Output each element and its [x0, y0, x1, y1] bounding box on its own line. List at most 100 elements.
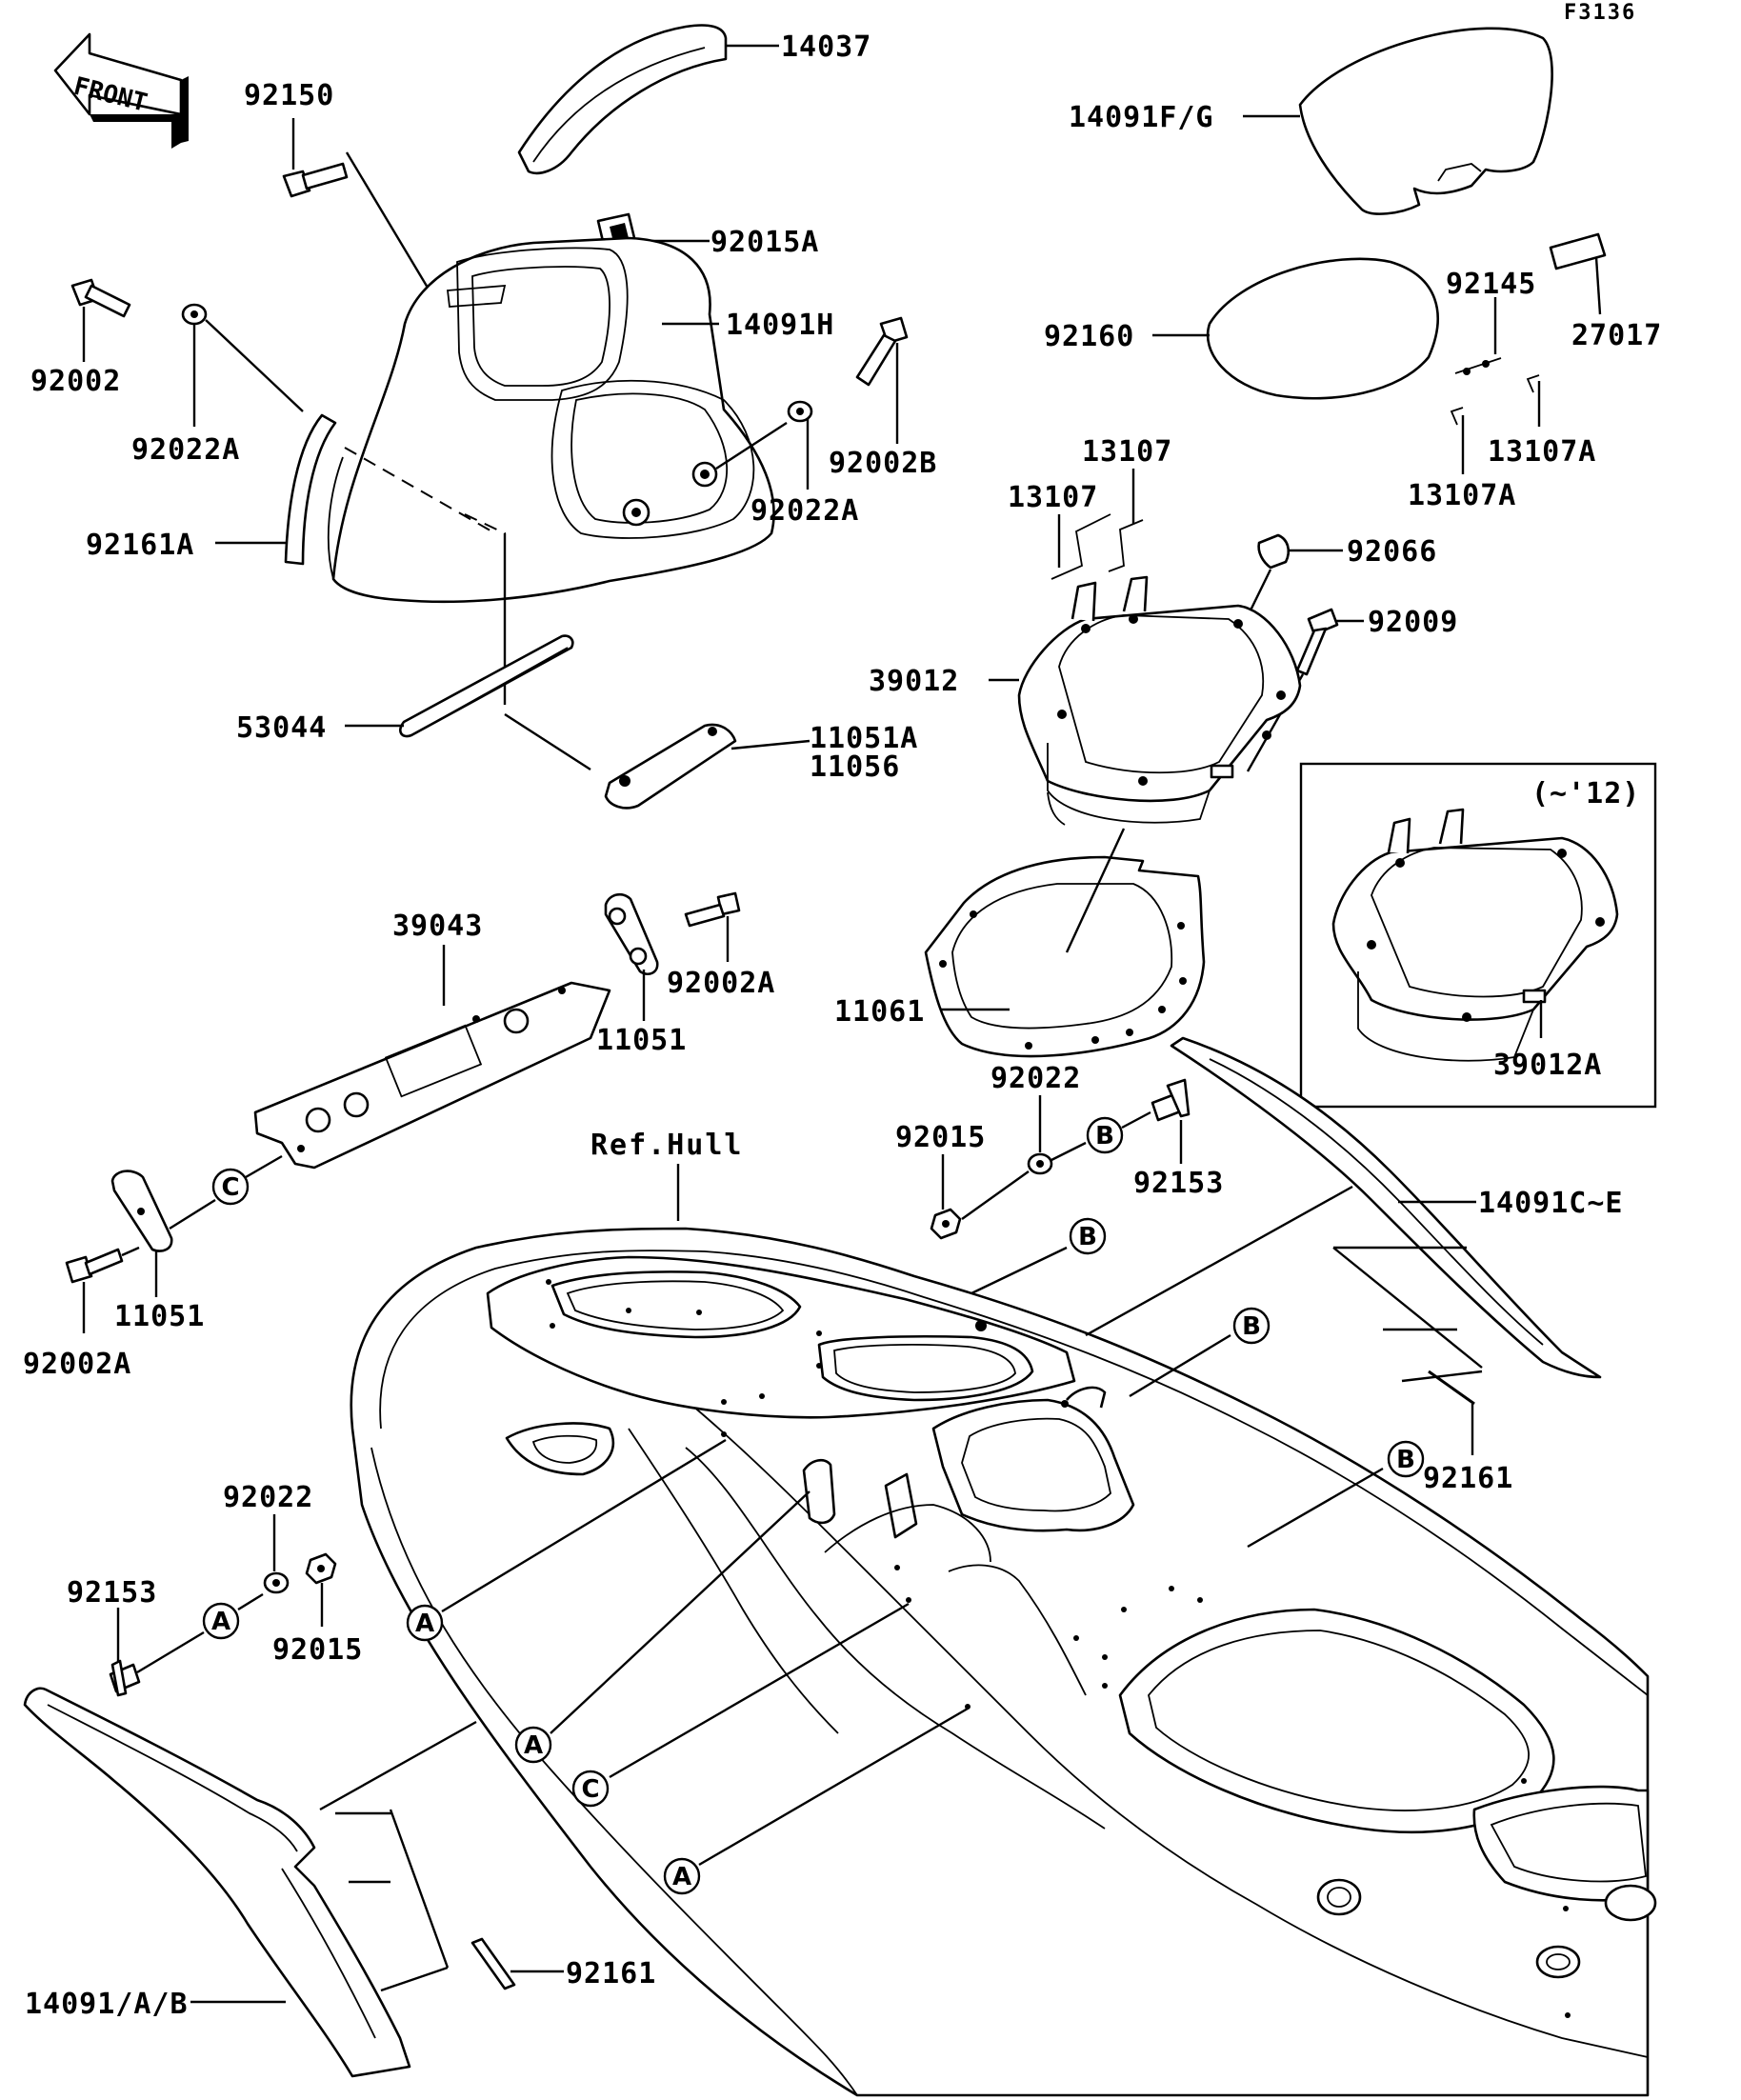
label-92015-top: 92015	[895, 1121, 986, 1154]
label-92153-top: 92153	[1133, 1167, 1224, 1200]
a-chain-2	[136, 1630, 205, 1674]
panel-left-ref-1	[319, 1720, 477, 1811]
leader-27017	[1594, 256, 1602, 315]
washer-92022a-right-icon	[787, 400, 813, 423]
panel-ref-4	[1401, 1370, 1483, 1383]
b-chain-3	[1121, 1110, 1151, 1130]
ref-line-dashed-a	[344, 447, 496, 534]
marker-a-hull-3: A	[663, 1857, 701, 1895]
front-arrow-icon: FRONT	[53, 32, 189, 149]
bracket-11051-top-part	[604, 892, 659, 975]
label-92145: 92145	[1446, 268, 1536, 301]
washer-92022-top-icon	[1027, 1152, 1053, 1175]
label-92002a-left: 92002A	[23, 1348, 131, 1381]
label-92161-bottom: 92161	[566, 1957, 656, 1990]
strip-53044-part	[399, 634, 574, 738]
ref-hull-label: Ref.Hull	[590, 1129, 744, 1162]
clip-13107a-right-icon	[1526, 374, 1540, 393]
svg-text:A: A	[415, 1610, 434, 1638]
leader-92150-b	[345, 151, 435, 298]
label-92022-bottom: 92022	[223, 1481, 313, 1514]
label-11061: 11061	[834, 995, 925, 1029]
label-14037: 14037	[781, 30, 871, 64]
label-92009: 92009	[1368, 606, 1458, 639]
marker-c-top: C	[211, 1168, 250, 1206]
strip-92161-bottom-icon	[470, 1937, 516, 1990]
bolt-92002a-top-icon	[684, 891, 741, 928]
leader-92022a-left-b	[205, 319, 304, 412]
clip-13107a-left-icon	[1450, 407, 1464, 426]
marker-a-hull-2: A	[514, 1726, 552, 1764]
label-13107-b: 13107	[1008, 481, 1098, 514]
bolt-92150-icon	[282, 162, 349, 198]
washer-92022-bottom-icon	[263, 1571, 290, 1594]
bracket-11051a-part	[604, 723, 737, 810]
marker-b-hull-2: B	[1232, 1307, 1271, 1345]
label-92022-top: 92022	[991, 1062, 1081, 1095]
label-92161a: 92161A	[86, 529, 194, 562]
bolt-92002b-icon	[855, 316, 909, 387]
b-hull-leader-4	[1247, 1467, 1384, 1549]
label-13107a-b: 13107A	[1408, 479, 1516, 512]
top-cover-part	[1298, 27, 1553, 215]
grab-handle-part	[517, 24, 728, 175]
label-92002a-top: 92002A	[667, 967, 775, 1000]
label-92066: 92066	[1347, 535, 1437, 569]
label-39043: 39043	[392, 910, 483, 943]
b-hull-leader-1	[971, 1246, 1068, 1295]
svg-text:A: A	[672, 1863, 691, 1891]
marker-b-hull-1: B	[1069, 1217, 1107, 1255]
b-chain-2	[1051, 1141, 1087, 1162]
label-13107a-a: 13107A	[1488, 435, 1596, 469]
a-chain-1	[237, 1592, 264, 1611]
bolt-92002-icon	[70, 278, 131, 318]
fastener-92066-icon	[1257, 533, 1291, 570]
label-92150: 92150	[244, 79, 334, 112]
panel-ref-2	[1332, 1247, 1483, 1369]
label-92002: 92002	[30, 365, 121, 398]
svg-text:C: C	[581, 1775, 599, 1804]
screw-92009-icon	[1295, 608, 1339, 676]
label-plate-27017-icon	[1549, 232, 1607, 270]
side-panel-14091ab-part	[23, 1687, 411, 2078]
leader-92022a-right-b	[715, 421, 788, 470]
marker-c-hull: C	[571, 1770, 610, 1808]
storage-bin-39012-part	[1017, 575, 1302, 826]
label-14091fg: 14091F/G	[1069, 101, 1214, 134]
panel-left-ref-4	[380, 1966, 449, 1992]
figure-code: F3136	[1564, 1, 1636, 25]
label-92160: 92160	[1044, 320, 1134, 353]
washer-92022a-left-icon	[181, 303, 208, 326]
label-27017: 27017	[1571, 319, 1662, 352]
clip-92145-icon	[1454, 357, 1502, 375]
svg-text:B: B	[1396, 1446, 1415, 1474]
inset-box-2012: (~'12)	[1299, 762, 1657, 1109]
svg-text:B: B	[1078, 1223, 1097, 1251]
label-92161-right: 92161	[1423, 1462, 1513, 1495]
svg-text:A: A	[211, 1608, 230, 1636]
a-hull-leader-3	[698, 1707, 969, 1867]
label-13107-a: 13107	[1082, 435, 1172, 469]
label-14091ab: 14091/A/B	[25, 1988, 189, 2021]
label-11051-left: 11051	[114, 1300, 205, 1333]
gasket-ref-line	[1065, 828, 1126, 953]
label-92153-bottom: 92153	[67, 1576, 157, 1610]
panel-left-ref-5	[389, 1809, 450, 1969]
bolt-92002a-left-icon	[65, 1248, 124, 1284]
version-note: (~'12)	[1531, 777, 1640, 810]
seat-pad-92160-part	[1206, 257, 1439, 400]
bracket-11051-left-part	[110, 1170, 173, 1252]
svg-text:A: A	[524, 1731, 543, 1760]
label-92022a-left: 92022A	[131, 433, 240, 467]
seal-strip-92161a-part	[284, 413, 337, 566]
marker-b-top: B	[1086, 1116, 1124, 1154]
c-leader-1	[169, 1198, 216, 1230]
a-hull-leader-1	[441, 1438, 727, 1613]
ref-line-c	[504, 712, 591, 771]
leader-11051a	[730, 739, 810, 750]
nut-92015-top-icon	[930, 1208, 962, 1240]
b-chain-1	[961, 1170, 1030, 1220]
hull-part	[350, 1227, 1657, 2097]
a-hull-leader-2	[550, 1490, 810, 1734]
